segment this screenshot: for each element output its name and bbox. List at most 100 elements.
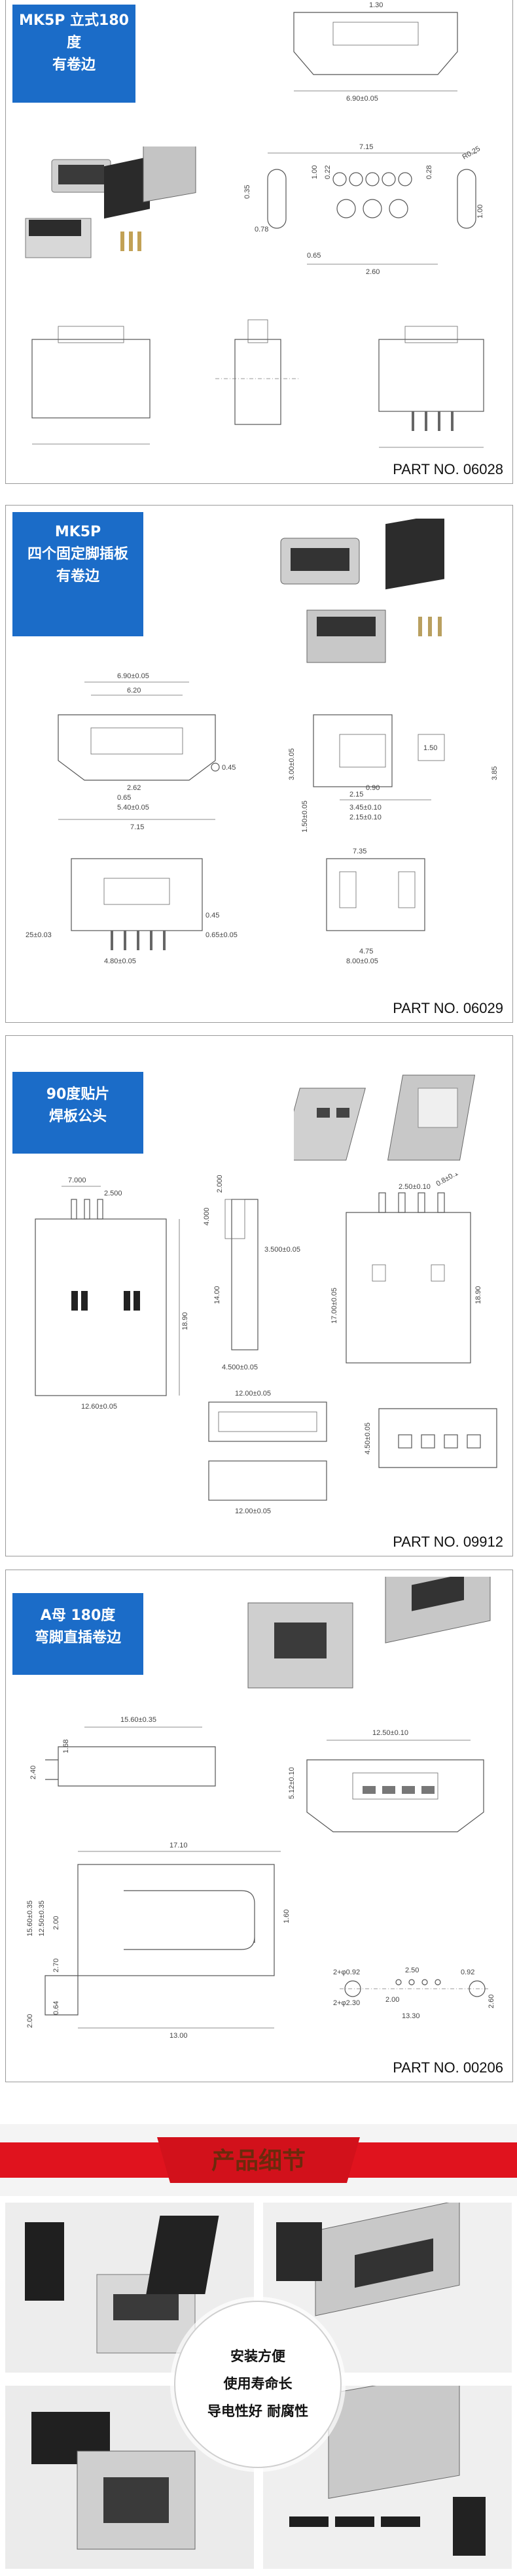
dim-label: 4.75 [359,948,373,955]
drawing-pcb-views: 25±0.03 0.45 0.65±0.05 4.80±0.05 7.35 4.… [26,848,425,965]
dim-label: 1.00 [311,165,319,179]
dim-label: 14.00 [213,1286,221,1304]
product-photo [294,1074,476,1161]
dim-label: 0.64 [52,2001,60,2015]
dim-label: 12.00±0.05 [235,1390,271,1398]
part-number: PART NO. 06028 [393,461,503,477]
dim-label: 25±0.03 [26,931,52,939]
dim-label: 2.60 [488,1995,495,2008]
dim-label: 5.12±0.10 [288,1767,296,1799]
dim-label: 8.00±0.05 [346,957,378,965]
detail-photo-usb-socket [5,2386,254,2569]
dim-label: 1.50 [423,744,437,752]
dim-label: 18.90 [474,1286,482,1304]
dim-label: 2.000 [216,1175,224,1193]
product-panel-00206: A母 180度 弯脚直插卷边 15.60±0.35 2.40 1.68 12.5… [5,1570,513,2082]
part-number: PART NO. 00206 [393,2059,503,2076]
dim-label: 0.90 [366,784,380,792]
dim-label: 3.00±0.05 [288,748,296,780]
drawing-bottom-views: 12.00±0.05 12.00±0.05 4.50±0.05 [208,1390,497,1515]
product-panel-09912: 90度贴片 焊板公头 7.000 2.500 18.90 12.60±0.05 … [5,1035,513,1556]
drawing-pcb-layout: 2+φ0.92 2+φ2.30 0.92 2.50 13.30 2.00 2.6… [333,1966,495,2020]
drawing-front-view: 7.000 2.500 18.90 12.60±0.05 [35,1176,189,1411]
dim-label: 7.15 [359,143,373,151]
dim-label: 1.30 [369,1,383,9]
dim-label: 12.00±0.05 [235,1507,271,1515]
dim-label: 0.8±0.1 [435,1173,460,1188]
drawing-side-views [31,319,484,448]
product-photo [25,146,196,258]
dim-label: 6.90±0.05 [346,95,378,103]
dim-label: 5.40±0.05 [117,804,149,812]
title-line-1: MK5P [54,524,101,540]
dim-label: 0.65 [307,252,321,260]
dim-label: 18.90 [181,1312,189,1330]
dim-label: 0.22 [324,165,332,179]
product-panel-06029: MK5P 四个固定脚插板 有卷边 6.90±0.05 6.20 0.45 7.1… [5,505,513,1023]
title-line-1: A母 180度 [40,1607,116,1624]
dim-label: R0.25 [461,145,482,162]
details-photos: 安装方便 使用寿命长 导电性好 耐腐性 [5,2203,512,2573]
dim-label: 17.10 [169,1842,188,1849]
drawing-side-view: 15.60±0.35 2.40 1.68 [29,1716,216,1787]
dim-label: 1.00 [476,205,484,218]
features-badge: 安装方便 使用寿命长 导电性好 耐腐性 [174,2301,342,2468]
dim-label: 2.500 [104,1190,122,1197]
dim-label: 6.90±0.05 [117,672,149,680]
dim-label: 0.28 [425,165,433,179]
dim-label: 0.45 [222,764,236,772]
title-line-1: MK5P 立式180度 [19,12,129,51]
dim-label: 2.40 [29,1766,37,1779]
dim-label: 3.500±0.05 [264,1246,300,1254]
dim-label: 0.65 [117,794,131,802]
dim-label: 2.00 [52,1916,60,1930]
dim-label: 4.500±0.05 [222,1364,258,1371]
title-line-3: 有卷边 [56,568,99,585]
dim-label: 2.62 [127,784,141,792]
dim-label: 2.50 [405,1966,419,1974]
details-banner: 产品细节 [0,2124,517,2196]
dim-label: 2.00 [26,2014,34,2028]
product-panel-06028: MK5P 立式180度 有卷边 6.90±0.05 1.30 7.15 2.60… [5,0,513,484]
dim-label: 1.60 [283,1910,291,1923]
dim-label: 7.35 [353,848,366,855]
dim-label: 13.00 [169,2032,188,2040]
dim-label: 2.15±0.10 [349,814,382,821]
drawing-front-view: 12.50±0.10 5.12±0.10 [288,1729,484,1832]
dim-label: 12.50±0.35 [38,1900,46,1936]
dim-label: 0.65±0.05 [205,931,238,939]
product-title-tag: MK5P 四个固定脚插板 有卷边 [12,512,143,636]
dim-label: 0.45 [205,912,219,919]
product-photo [280,519,444,663]
feature-line: 安装方便 [230,2348,285,2364]
product-photo [247,1577,491,1689]
dim-label: 7.15 [130,823,144,831]
drawing-side-view: 1.50 3.45±0.10 2.15±0.10 2.15 0.90 3.00±… [288,714,499,833]
dim-label: 12.60±0.05 [81,1403,117,1411]
dim-label: 4.000 [203,1207,211,1226]
product-title-tag: MK5P 立式180度 有卷边 [12,5,135,103]
part-number: PART NO. 06029 [393,1000,503,1016]
drawing-pad-layout: 7.15 2.60 0.65 0.35 1.00 0.22 0.28 1.00 … [243,143,484,276]
feature-line: 使用寿命长 [223,2376,293,2392]
part-number: PART NO. 09912 [393,1534,503,1550]
product-title-tag: 90度贴片 焊板公头 [12,1072,143,1154]
dim-label: 17.00±0.05 [330,1288,338,1324]
dim-label: 0.92 [461,1968,474,1976]
title-line-2: 焊板公头 [48,1108,107,1125]
dim-label: 2.15 [349,791,363,799]
dim-label: 3.85 [491,766,499,780]
drawing-rear-view: 0.8±0.1 2.50±0.10 17.00±0.05 18.90 [330,1173,482,1364]
dim-label: 15.60±0.35 [120,1716,156,1724]
dim-label: 13.30 [402,2012,420,2020]
title-line-1: 90度贴片 [46,1086,110,1103]
dim-label: 3.45±0.10 [349,804,382,812]
feature-line: 导电性好 耐腐性 [207,2403,309,2419]
drawing-top-view: 6.90±0.05 1.30 [293,1,458,103]
title-line-2: 有卷边 [52,57,96,73]
dim-label: 2.50±0.10 [399,1183,431,1191]
drawing-front-view: 6.90±0.05 6.20 0.45 7.15 0.65 5.40±0.05 … [58,672,236,831]
dim-label: 0.78 [255,226,268,233]
drawing-side-view: 4.000 2.000 3.500±0.05 14.00 4.500±0.05 [203,1175,300,1371]
dim-label: 4.80±0.05 [104,957,136,965]
